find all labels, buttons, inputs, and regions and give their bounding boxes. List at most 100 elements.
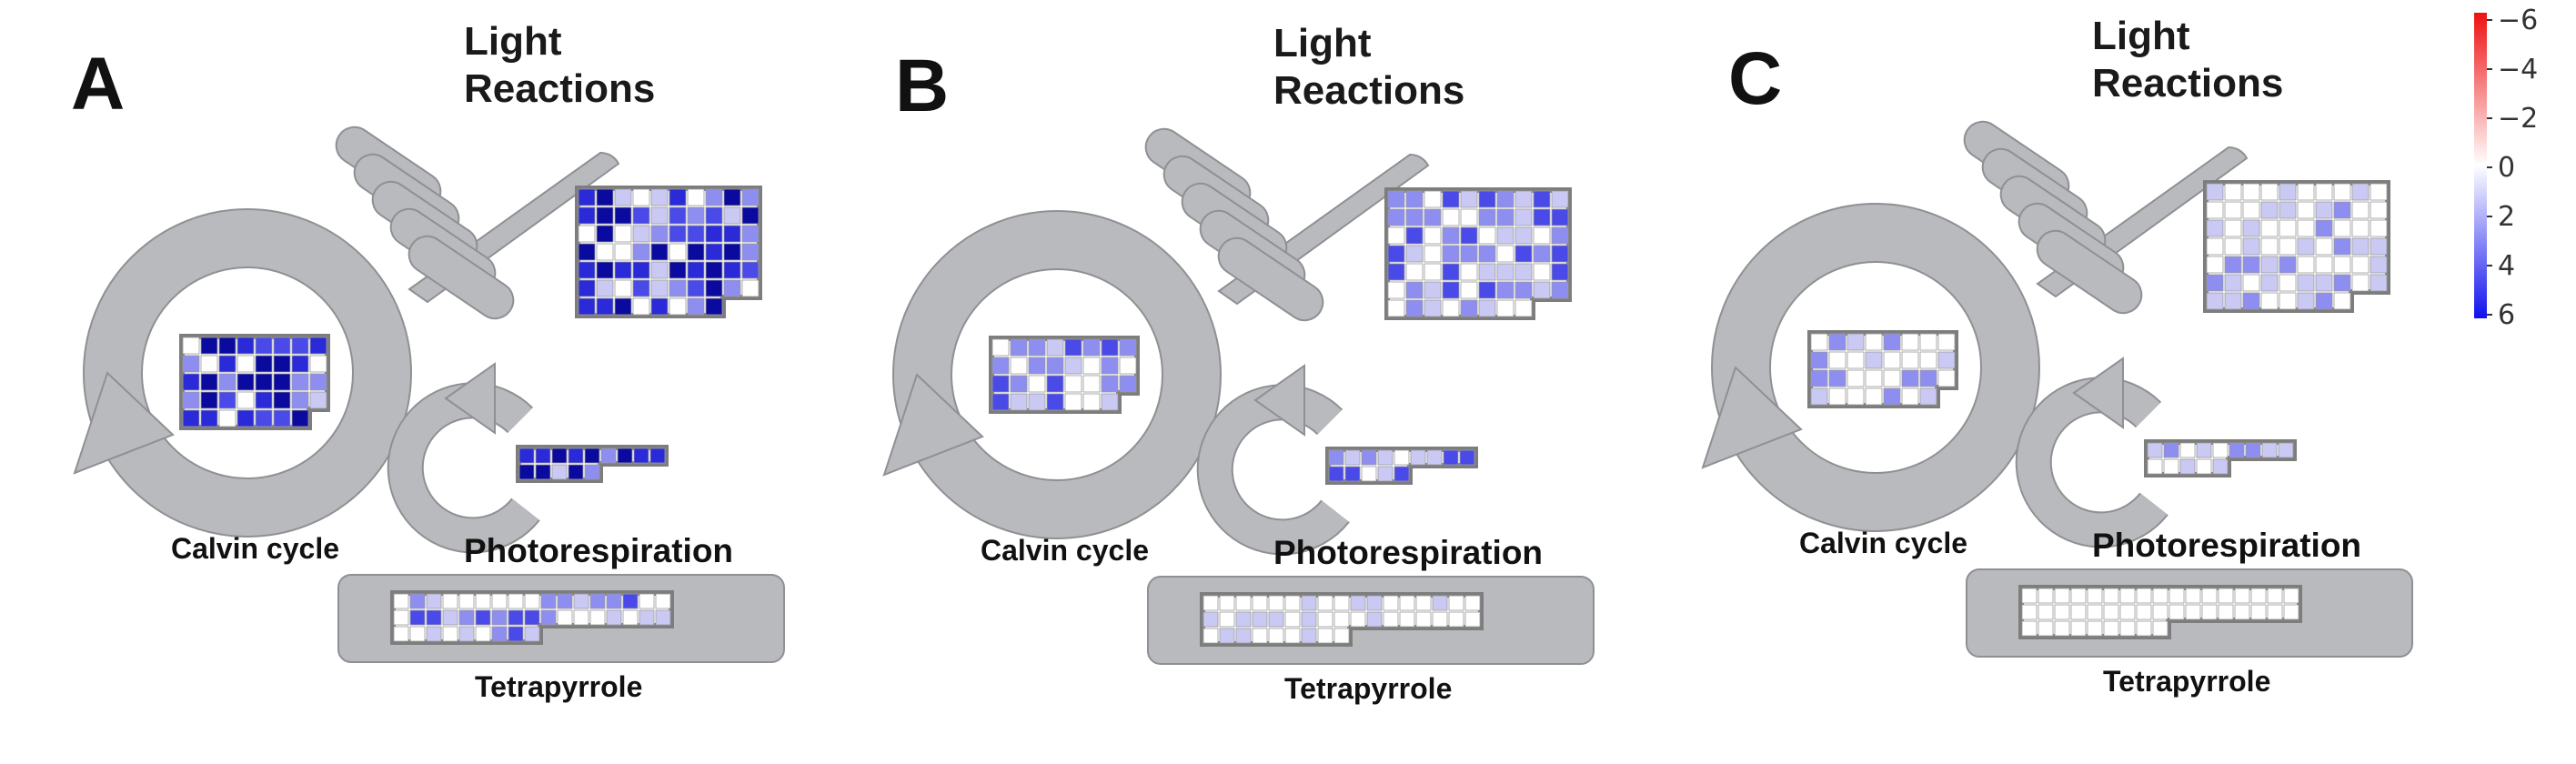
- heatmap-cell: [1442, 299, 1460, 317]
- heatmap-cell: [1478, 263, 1496, 281]
- heatmap-cell: [426, 609, 442, 626]
- calvin-cycle-label: Calvin cycle: [981, 534, 1149, 567]
- heatmap-cell: [596, 261, 614, 279]
- heatmap-cell: [1301, 611, 1317, 628]
- heatmap-cell: [741, 225, 760, 243]
- heatmap-cell: [650, 225, 669, 243]
- colorbar-tick-label: −4: [2498, 54, 2538, 85]
- heatmap-cell: [1010, 357, 1028, 375]
- heatmap-cell: [236, 337, 255, 355]
- heatmap-cell: [1405, 208, 1424, 226]
- heatmap-cell: [991, 375, 1010, 393]
- light-reactions-heatmap: [2203, 180, 2390, 313]
- heatmap-cell: [2351, 183, 2370, 201]
- heatmap-cell: [1533, 226, 1551, 245]
- light-reactions-title-line2: Reactions: [1273, 68, 1464, 113]
- heatmap-cell: [2260, 274, 2279, 292]
- heatmap-cell: [2168, 588, 2185, 604]
- heatmap-cell: [1202, 611, 1219, 628]
- heatmap-cell: [705, 297, 723, 316]
- heatmap-cell: [1459, 449, 1475, 466]
- heatmap-cell: [1533, 281, 1551, 299]
- heatmap-cell: [2224, 183, 2242, 201]
- heatmap-cell: [1919, 387, 1937, 406]
- heatmap-cell: [1514, 208, 1533, 226]
- heatmap-cell: [2315, 201, 2333, 219]
- heatmap-cell: [596, 279, 614, 297]
- heatmap-cell: [1865, 351, 1883, 369]
- heatmap-cell: [236, 373, 255, 391]
- colorbar-tick-label: 4: [2498, 250, 2515, 282]
- heatmap-cell: [1460, 281, 1478, 299]
- heatmap-cell: [1317, 595, 1333, 611]
- heatmap-cell: [442, 609, 458, 626]
- heatmap-cell: [633, 447, 649, 464]
- heatmap-cell: [426, 626, 442, 642]
- heatmap-cell: [2315, 237, 2333, 256]
- heatmap-cell: [2242, 274, 2260, 292]
- heatmap-cell: [1919, 351, 1937, 369]
- heatmap-cell: [2206, 256, 2224, 274]
- heatmap-cell: [1082, 357, 1101, 375]
- light-reactions-heatmap: [575, 186, 762, 318]
- heatmap-cell: [524, 609, 540, 626]
- heatmap-cell: [2234, 604, 2250, 620]
- heatmap-cell: [1119, 357, 1137, 375]
- heatmap-cell: [2333, 237, 2351, 256]
- heatmap-cell: [393, 593, 409, 609]
- heatmap-cell: [309, 391, 327, 409]
- heatmap-cell: [1387, 299, 1405, 317]
- heatmap-cell: [2038, 588, 2054, 604]
- heatmap-cell: [458, 609, 475, 626]
- heatmap-cell: [291, 337, 309, 355]
- heatmap-cell: [1883, 333, 1901, 351]
- heatmap-cell: [723, 225, 741, 243]
- heatmap-cell: [705, 261, 723, 279]
- heatmap-cell: [2297, 274, 2315, 292]
- heatmap-cell: [2136, 604, 2152, 620]
- heatmap-cell: [1405, 281, 1424, 299]
- heatmap-cell: [2224, 274, 2242, 292]
- heatmap-cell: [669, 297, 687, 316]
- heatmap-cell: [614, 279, 632, 297]
- heatmap-cell: [741, 206, 760, 225]
- heatmap-cell: [2333, 219, 2351, 237]
- heatmap-cell: [596, 225, 614, 243]
- heatmap-cell: [1082, 393, 1101, 411]
- heatmap-cell: [578, 261, 596, 279]
- heatmap-cell: [1344, 466, 1361, 482]
- heatmap-cell: [568, 447, 584, 464]
- heatmap-cell: [2260, 201, 2279, 219]
- heatmap-cell: [2212, 442, 2229, 458]
- heatmap-cell: [1883, 387, 1901, 406]
- heatmap-cell: [1377, 466, 1394, 482]
- heatmap-cell: [2315, 219, 2333, 237]
- calvin-cycle-label: Calvin cycle: [1799, 527, 1967, 559]
- heatmap-cell: [2297, 201, 2315, 219]
- heatmap-cell: [2201, 604, 2218, 620]
- heatmap-cell: [723, 243, 741, 261]
- heatmap-cell: [650, 279, 669, 297]
- heatmap-cell: [1101, 338, 1119, 357]
- heatmap-cell: [1387, 281, 1405, 299]
- heatmap-cell: [2242, 237, 2260, 256]
- heatmap-cell: [2351, 219, 2370, 237]
- heatmap-cell: [1478, 208, 1496, 226]
- heatmap-cell: [1317, 611, 1333, 628]
- heatmap-cell: [632, 188, 650, 206]
- heatmap-cell: [614, 188, 632, 206]
- heatmap-cell: [573, 593, 589, 609]
- heatmap-cell: [1426, 449, 1443, 466]
- heatmap-cell: [2087, 604, 2103, 620]
- heatmap-cell: [236, 409, 255, 427]
- heatmap-cell: [1448, 611, 1464, 628]
- heatmap-cell: [614, 297, 632, 316]
- heatmap-cell: [1442, 245, 1460, 263]
- heatmap-cell: [2229, 442, 2245, 458]
- heatmap-cell: [1810, 351, 1828, 369]
- heatmap-cell: [2185, 588, 2201, 604]
- heatmap-cell: [614, 206, 632, 225]
- heatmap-cell: [255, 373, 273, 391]
- heatmap-cell: [535, 464, 551, 480]
- heatmap-cell: [218, 409, 236, 427]
